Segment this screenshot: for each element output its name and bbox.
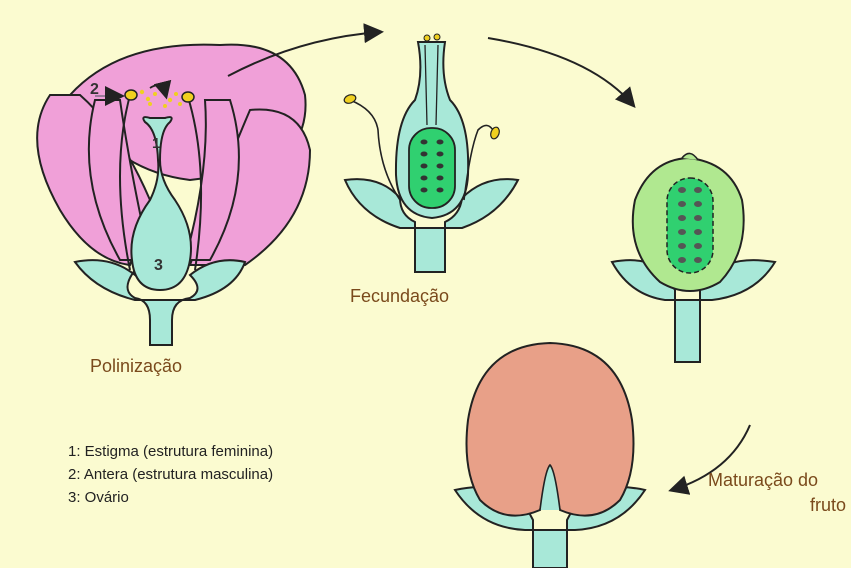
label-maturation-line2: fruto: [810, 495, 846, 515]
ovary-green-3: [667, 178, 713, 273]
marker-ovary: 3: [154, 257, 163, 274]
ovary-green: [409, 128, 455, 208]
marker-anther: 2: [90, 81, 99, 98]
fertilization-flower: [343, 34, 518, 272]
label-maturation-line1: Maturação do: [708, 470, 818, 490]
legend-item-stigma: 1: Estigma (estrutura feminina): [68, 440, 273, 463]
legend-item-anther: 2: Antera (estrutura masculina): [68, 463, 273, 486]
marker-stigma: 1: [152, 135, 160, 152]
label-pollination: Polinização: [90, 356, 182, 376]
legend-item-ovary: 3: Ovário: [68, 486, 273, 509]
mature-fruit: [455, 343, 645, 568]
arrow-fertilization-to-fruit: [488, 38, 633, 105]
anther-right: [182, 92, 194, 102]
anther-left: [125, 90, 137, 100]
label-fertilization: Fecundação: [350, 286, 449, 306]
legend: 1: Estigma (estrutura feminina) 2: Anter…: [68, 440, 273, 509]
young-fruit: [612, 153, 775, 362]
pollination-flower: 2 1 3: [37, 45, 310, 345]
